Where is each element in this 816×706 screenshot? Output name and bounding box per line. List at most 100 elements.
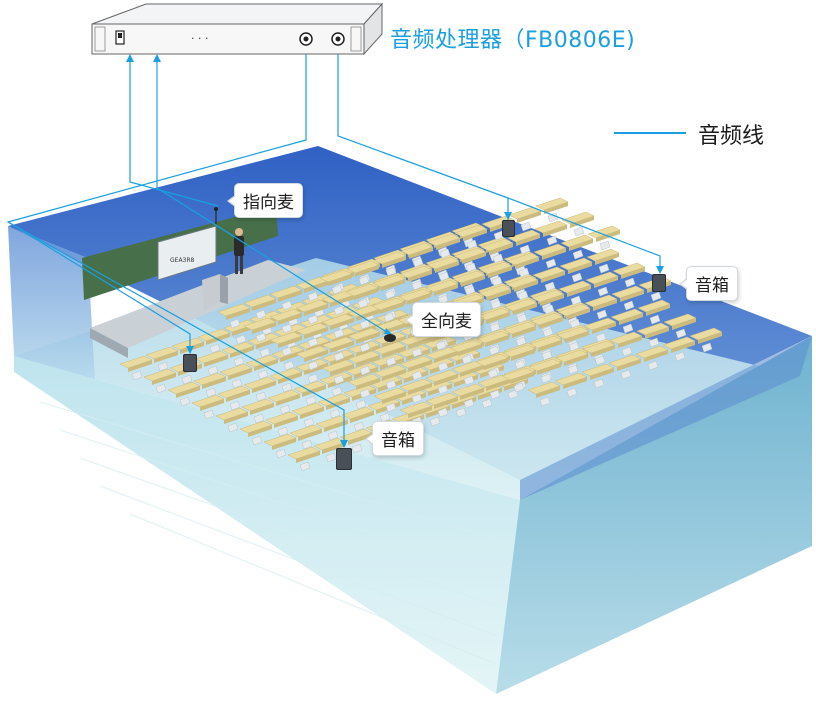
chair: [203, 409, 215, 420]
desk-front: [672, 318, 696, 330]
front-indicator-dots: · · ·: [191, 32, 208, 45]
desk-front: [542, 248, 566, 260]
chair: [411, 393, 423, 404]
chair: [305, 395, 317, 406]
chair: [351, 443, 363, 454]
chair: [649, 314, 661, 325]
desk-front: [486, 312, 510, 324]
chair: [547, 212, 559, 223]
chair: [303, 417, 315, 428]
desk-front: [434, 351, 458, 363]
chair: [379, 412, 391, 423]
desk-front: [461, 275, 485, 287]
desk-front: [408, 383, 432, 395]
desk-front: [382, 346, 406, 358]
desk-front: [326, 398, 350, 410]
desk-front: [590, 368, 614, 380]
desk-front: [569, 239, 593, 251]
desk-front: [620, 290, 644, 302]
chair: [281, 382, 293, 393]
desk-front: [408, 270, 432, 282]
chair: [488, 345, 500, 356]
callout-omni-mic: 全向麦: [405, 302, 481, 337]
desk-front: [356, 332, 380, 344]
chair: [384, 289, 396, 300]
desk-front: [485, 335, 509, 347]
desk-front: [462, 252, 486, 264]
desk-front: [252, 381, 276, 393]
desk-front: [380, 302, 404, 314]
chair: [131, 370, 143, 381]
chair: [281, 346, 293, 357]
chair: [275, 448, 287, 459]
speaker-back: [502, 220, 515, 237]
chair: [572, 249, 584, 260]
chair: [259, 347, 271, 358]
desk-front: [563, 377, 587, 389]
chair: [359, 342, 371, 353]
desk-front: [591, 345, 615, 357]
desk-front: [304, 304, 328, 316]
desk-front: [204, 355, 228, 367]
desk-front: [250, 403, 274, 415]
chair: [229, 400, 241, 411]
cable-speaker-front: [6, 54, 307, 352]
chair: [359, 388, 371, 399]
desk-front: [408, 337, 432, 349]
desk-front: [570, 216, 594, 228]
callout-speaker-front: 音箱: [365, 421, 424, 456]
chair: [463, 398, 475, 409]
desk-front: [382, 392, 406, 404]
callout-directional-mic: 指向麦: [227, 183, 303, 218]
desk-front: [176, 386, 200, 398]
right-face: [496, 336, 812, 694]
desk-front: [330, 364, 354, 376]
desk-front: [330, 341, 354, 353]
desk-front: [671, 341, 695, 353]
desk-front: [128, 360, 152, 372]
desk-front: [226, 308, 250, 320]
chair: [299, 461, 311, 472]
desk-front: [356, 309, 380, 321]
desk-front: [484, 358, 508, 370]
desk-front: [538, 340, 562, 352]
desk-front: [230, 346, 254, 358]
desk-front: [463, 229, 487, 241]
chair: [569, 318, 581, 329]
chair: [674, 351, 686, 362]
desk-front: [200, 399, 224, 411]
desk-front: [330, 295, 354, 307]
desk-front: [536, 386, 560, 398]
chair: [205, 387, 217, 398]
desk-front: [304, 350, 328, 362]
chair: [594, 355, 606, 366]
chair: [255, 309, 267, 320]
audio-processor: · · ·: [91, 2, 384, 56]
chair: [463, 375, 475, 386]
chair: [383, 312, 395, 323]
chair: [542, 327, 554, 338]
desk-front: [296, 451, 320, 463]
chair: [359, 365, 371, 376]
chair: [489, 322, 501, 333]
chair: [546, 235, 558, 246]
chair: [490, 299, 502, 310]
desk-front: [228, 368, 252, 380]
desk-front: [434, 284, 458, 296]
desk-front: [513, 303, 537, 315]
desk-front: [408, 406, 432, 418]
chair: [307, 360, 319, 371]
chair: [599, 240, 611, 251]
chair: [279, 404, 291, 415]
desk-front: [304, 281, 328, 293]
desk-front: [565, 331, 589, 343]
desk-front: [280, 350, 304, 362]
chair: [540, 373, 552, 384]
desk-front: [544, 202, 568, 214]
desk-front: [272, 438, 296, 450]
chair: [539, 396, 551, 407]
chair: [545, 258, 557, 269]
desk-front: [486, 379, 510, 391]
chair: [333, 305, 345, 316]
